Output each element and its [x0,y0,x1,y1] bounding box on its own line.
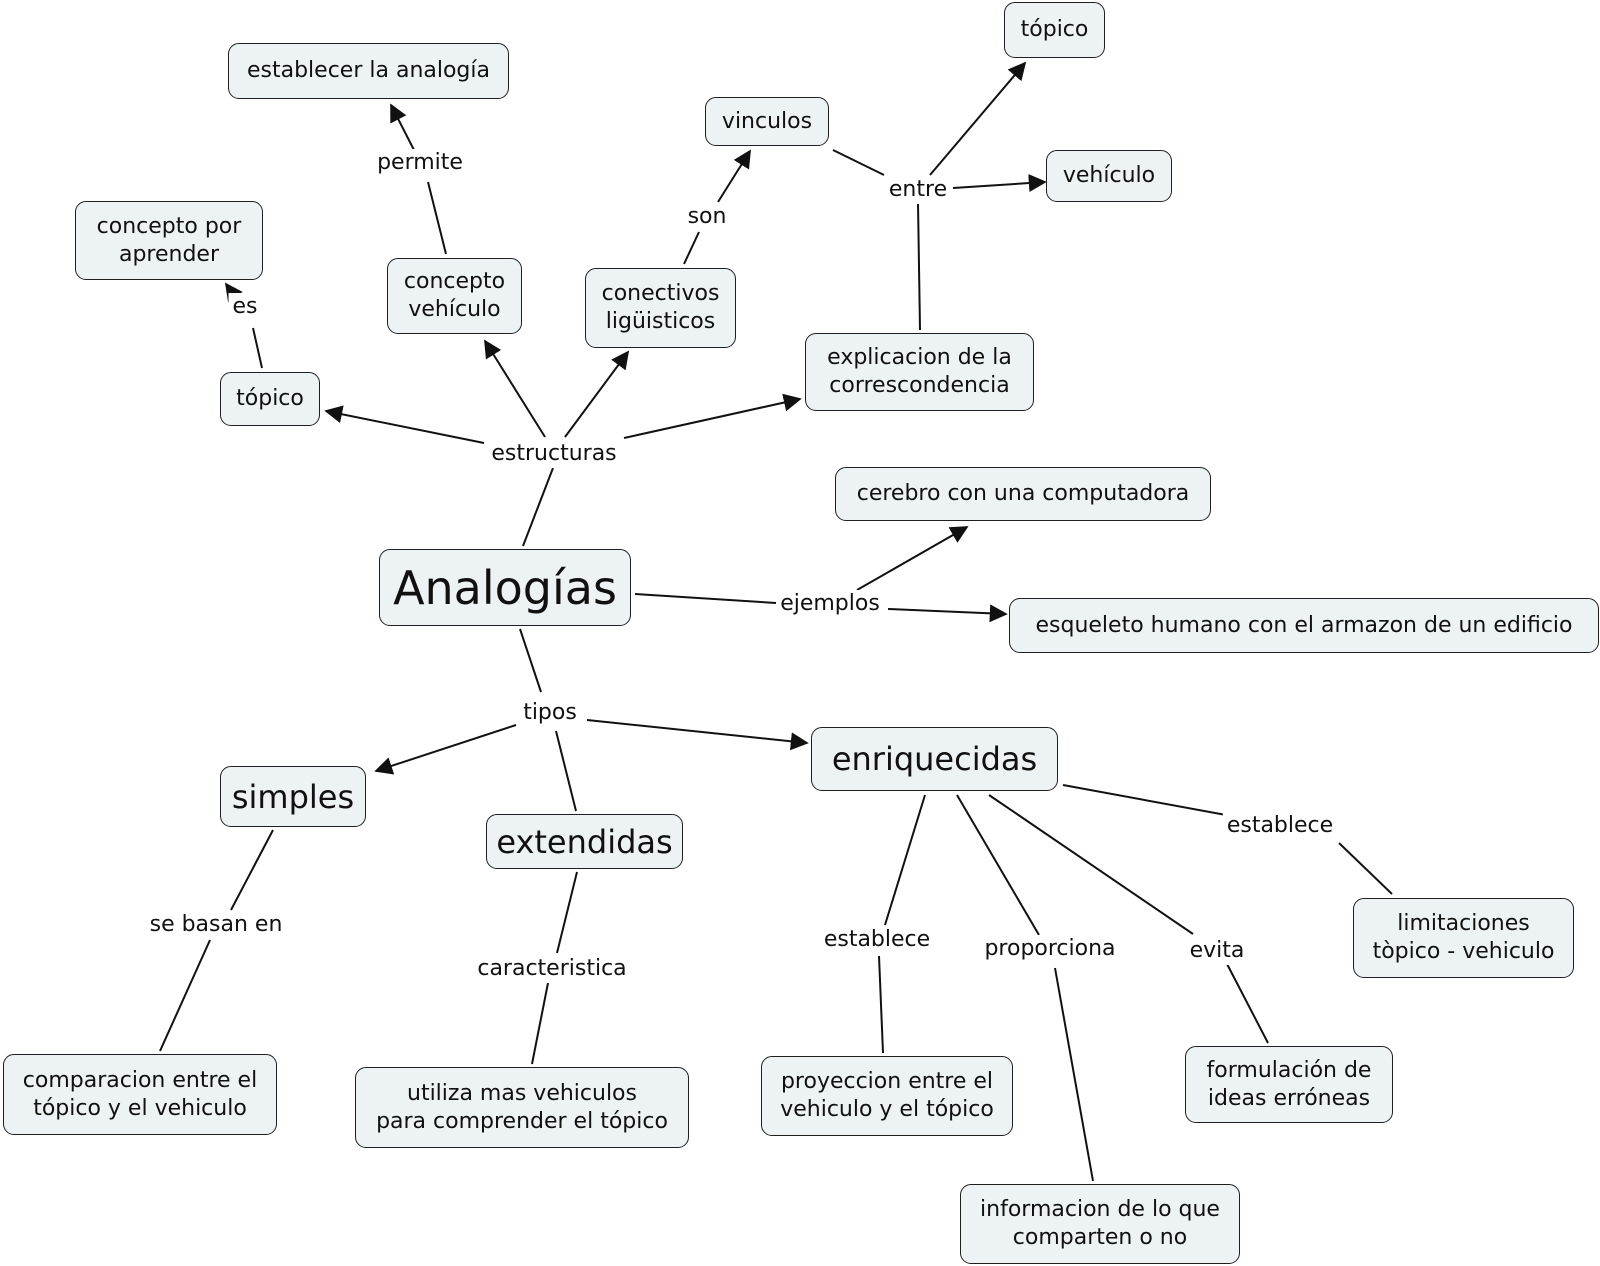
line-enriquecidas-establece-1 [884,794,926,926]
concept-informacion[interactable]: informacion de lo que comparten o no [960,1184,1240,1264]
arrow-entre-vehiculo [952,174,1047,193]
concept-proyeccion[interactable]: proyeccion entre el vehiculo y el tópico [761,1056,1013,1136]
line-explicacion-entre [917,202,921,331]
link-caracteristica: caracteristica [473,955,631,983]
line-se-basan-comparacion [159,939,211,1052]
arrow-estructuras-topico [324,405,485,444]
arrow-estructuras-conectivos [564,350,630,438]
concept-vehiculo-top[interactable]: vehículo [1046,150,1172,202]
line-tipos-extendidas [555,730,577,812]
concept-limitaciones[interactable]: limitaciones tòpico - vehiculo [1353,898,1574,978]
concept-analogias[interactable]: Analogías [379,549,631,626]
concept-establecer-analogia[interactable]: establecer la analogía [228,43,509,99]
link-es: es [228,293,262,321]
concept-vinculos[interactable]: vinculos [705,97,829,146]
arrow-permite-establecer [390,103,415,151]
line-establece-2-limitaciones [1338,842,1393,895]
line-analogias-tipos [519,628,542,693]
concept-utiliza[interactable]: utiliza mas vehiculos para comprender el… [355,1067,689,1148]
concept-concepto-por-aprender[interactable]: concepto por aprender [75,201,263,280]
line-establece-1-proyeccion [878,955,884,1054]
concept-cerebro[interactable]: cerebro con una computadora [835,467,1211,521]
line-concepto-vehiculo-permite [427,181,447,255]
link-son: son [683,203,731,231]
arrow-son-vinculos [717,149,751,203]
link-establece: establece [819,926,935,954]
concept-topico[interactable]: tópico [220,372,320,426]
line-conectivos-son [683,231,700,265]
concept-comparacion[interactable]: comparacion entre el tópico y el vehicul… [3,1054,277,1135]
concept-enriquecidas[interactable]: enriquecidas [811,727,1058,791]
link-establece-2: establece [1222,812,1338,840]
arrow-ejemplos-cerebro [856,526,969,591]
link-ejemplos: ejemplos [776,590,884,618]
line-enriquecidas-establece-2 [1062,784,1227,816]
line-topico-es [252,327,263,369]
concept-concepto-vehiculo[interactable]: concepto vehículo [387,258,522,334]
line-proporciona-informacion [1054,967,1094,1182]
line-vinculos-entre [832,149,885,176]
arrow-tipos-enriquecidas [586,719,809,751]
line-analogias-ejemplos [634,593,777,604]
line-analogias-estructuras [522,467,554,547]
line-extendidas-caracteristica [556,871,578,954]
arrow-entre-topico [929,61,1027,176]
link-entre: entre [884,176,952,204]
link-evita: evita [1185,937,1249,965]
concept-extendidas[interactable]: extendidas [486,814,683,869]
line-simples-se-basan [230,829,274,911]
arrow-ejemplos-esqueleto [887,604,1008,623]
link-proporciona: proporciona [980,935,1120,963]
line-caracteristica-utiliza [531,982,549,1065]
line-evita-formulacion [1225,961,1269,1044]
line-enriquecidas-evita [988,794,1194,935]
arrow-estructuras-explicacion [623,393,802,439]
link-se-basan-en: se basan en [145,911,287,939]
arrow-estructuras-concepto-vehiculo [484,339,546,438]
link-tipos: tipos [519,699,581,727]
line-enriquecidas-proporciona [956,794,1040,936]
concept-conectivos[interactable]: conectivos ligüisticos [585,268,736,348]
link-permite: permite [373,149,467,177]
concept-esqueleto[interactable]: esqueleto humano con el armazon de un ed… [1009,598,1599,653]
concept-explicacion[interactable]: explicacion de la correscondencia [805,333,1034,411]
concept-simples[interactable]: simples [220,766,366,827]
concept-formulacion[interactable]: formulación de ideas erróneas [1185,1046,1393,1123]
arrow-tipos-simples [374,724,517,775]
concept-topico-top[interactable]: tópico [1004,2,1105,58]
link-estructuras: estructuras [487,440,621,468]
